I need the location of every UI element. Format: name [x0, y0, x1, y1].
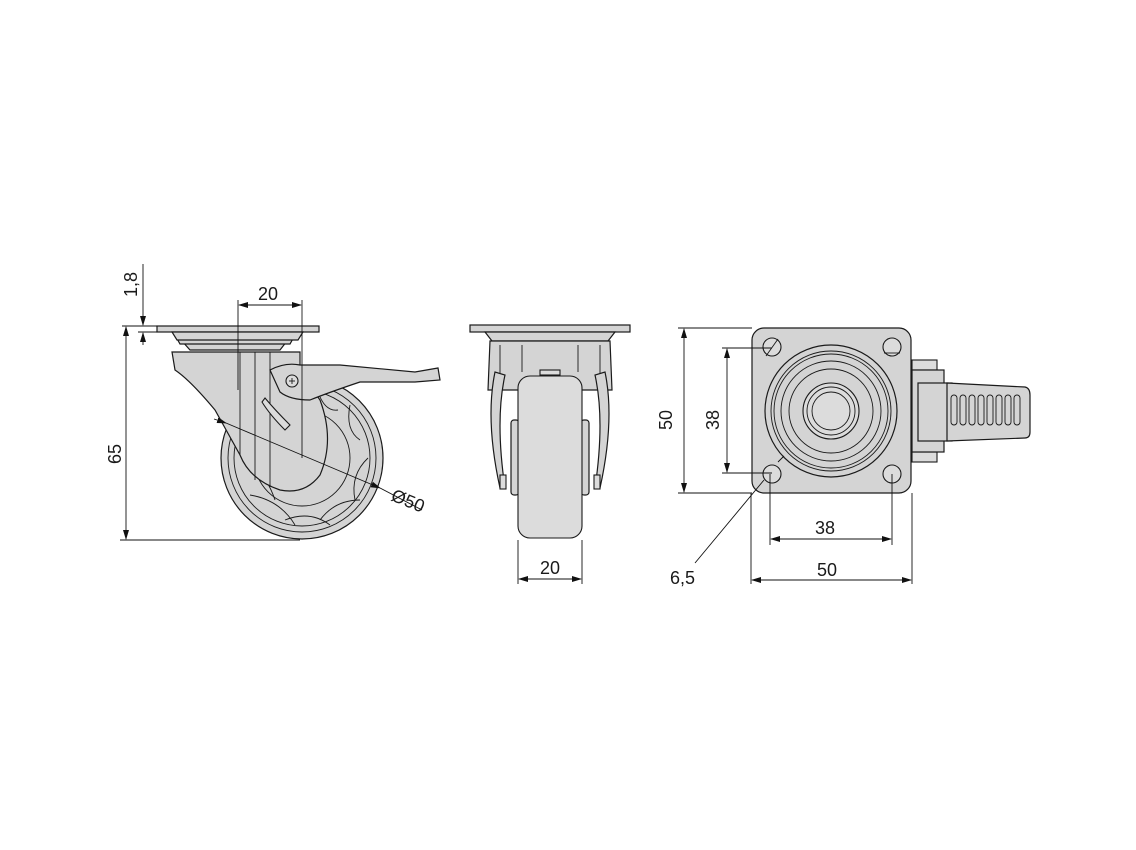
top-view — [751, 327, 1031, 494]
front-view-dimensions: 20 — [517, 540, 583, 584]
dim-hole-spacing-horizontal: 38 — [815, 518, 835, 538]
dim-hole-spacing-vertical: 38 — [703, 410, 723, 430]
side-view — [156, 300, 441, 540]
brake-lever — [269, 363, 441, 401]
top-view-dimensions: 50 38 38 50 6,5 — [656, 327, 913, 588]
dim-total-height: 65 — [105, 444, 125, 464]
dim-plate-thickness: 1,8 — [121, 272, 141, 297]
dim-swivel-offset: 20 — [258, 284, 278, 304]
dim-plate-width: 50 — [817, 560, 837, 580]
dim-wheel-diameter: Ø50 — [389, 485, 428, 516]
dim-wheel-width: 20 — [540, 558, 560, 578]
top-plate — [469, 324, 631, 333]
mounting-hole — [762, 464, 782, 484]
dim-plate-height: 50 — [656, 410, 676, 430]
brake-pedal — [911, 359, 1031, 463]
mounting-hole — [882, 337, 902, 357]
wheel — [517, 375, 583, 539]
dim-hole-diameter: 6,5 — [670, 568, 695, 588]
front-view — [469, 324, 631, 539]
